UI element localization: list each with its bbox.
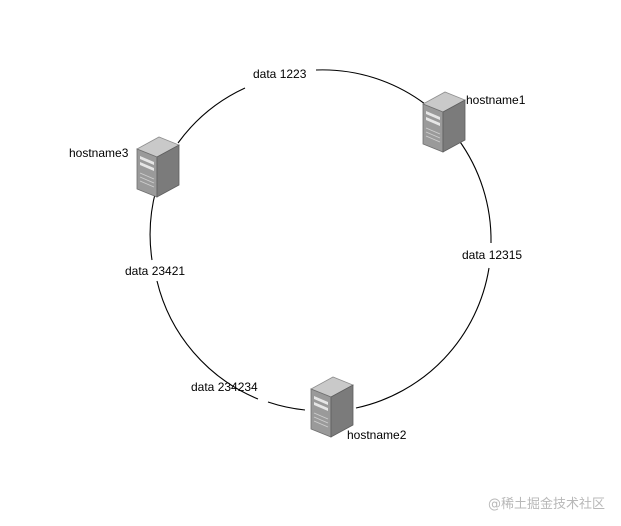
link-hostname1-to-d2 (457, 138, 492, 244)
link-hostname3-to-d1 (177, 87, 246, 144)
link-d4-to-d3 (156, 280, 259, 400)
link-d1-to-hostname1 (315, 69, 426, 105)
server-icon (422, 91, 466, 153)
data-label-23421: data 23421 (125, 264, 185, 278)
hostname1-label: hostname1 (466, 93, 526, 107)
link-d2-to-hostname2 (355, 267, 490, 409)
link-hostname2-to-d4 (267, 401, 306, 411)
data-label-234234: data 234234 (191, 380, 258, 394)
data-label-1223: data 1223 (253, 67, 307, 81)
data-label-12315: data 12315 (462, 248, 522, 262)
link-d3-to-hostname3 (149, 189, 157, 261)
ring-links (149, 69, 492, 411)
watermark: @稀土掘金技术社区 (488, 496, 605, 512)
hostname3-label: hostname3 (69, 146, 129, 160)
hostname2-label: hostname2 (347, 428, 407, 442)
server-icon (136, 136, 180, 198)
